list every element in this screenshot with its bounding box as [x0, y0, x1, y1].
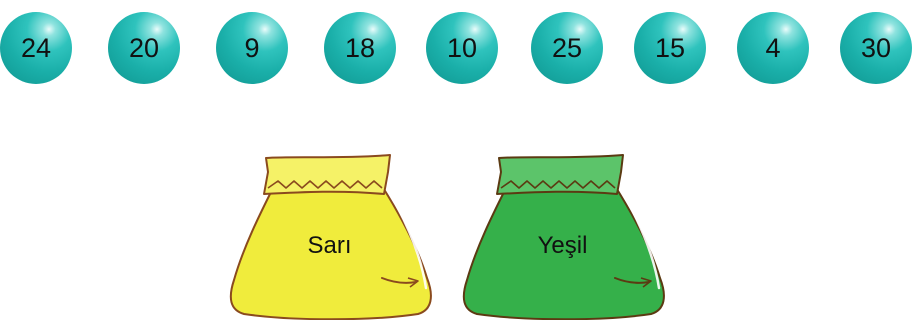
- number-ball-label: 25: [551, 32, 583, 63]
- number-ball-label: 24: [20, 32, 52, 63]
- number-balls-row: 24 20 9 18 10 25 15 4 30: [0, 0, 917, 100]
- number-ball[interactable]: 4: [737, 12, 809, 84]
- number-ball[interactable]: 20: [108, 12, 180, 84]
- number-ball[interactable]: 15: [634, 12, 706, 84]
- number-ball[interactable]: 9: [216, 12, 288, 84]
- number-ball-label: 4: [765, 32, 781, 63]
- number-ball-label: 9: [244, 32, 260, 63]
- number-ball-label: 18: [344, 32, 376, 63]
- yellow-bag-top: [263, 154, 391, 195]
- number-ball[interactable]: 24: [0, 12, 72, 84]
- yellow-bag-icon: [229, 154, 432, 320]
- number-ball[interactable]: 30: [840, 12, 912, 84]
- number-ball-label: 20: [128, 32, 160, 63]
- number-ball-label: 15: [654, 32, 686, 63]
- number-ball[interactable]: 18: [324, 12, 396, 84]
- green-bag[interactable]: Yeşil: [455, 150, 670, 320]
- green-bag-label: Yeşil: [537, 232, 588, 259]
- yellow-bag[interactable]: Sarı: [222, 150, 437, 320]
- green-bag-icon: [462, 154, 665, 320]
- number-ball-label: 30: [860, 32, 892, 63]
- number-ball[interactable]: 10: [426, 12, 498, 84]
- yellow-bag-label: Sarı: [307, 232, 352, 259]
- green-bag-top: [496, 154, 624, 195]
- number-ball[interactable]: 25: [531, 12, 603, 84]
- number-ball-label: 10: [446, 32, 478, 63]
